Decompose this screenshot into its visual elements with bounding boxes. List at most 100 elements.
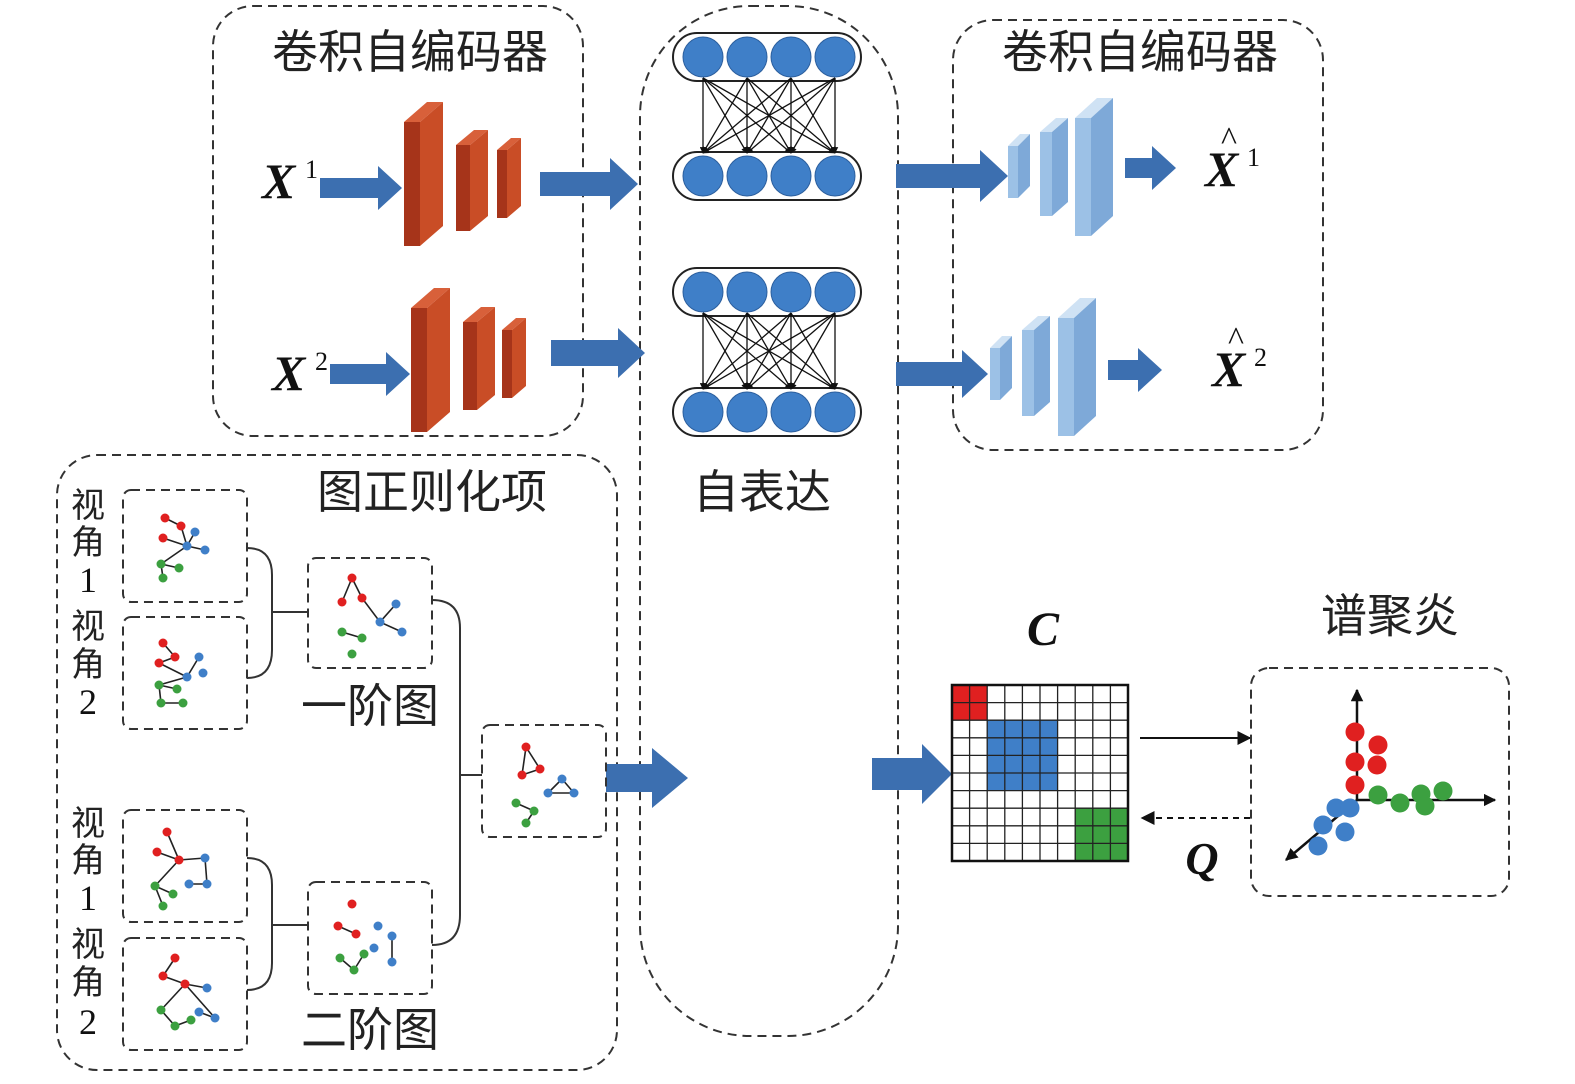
arrow-decoder1-out	[1125, 146, 1176, 190]
graph-node	[200, 853, 210, 863]
graph-node	[172, 684, 182, 694]
graph-node	[391, 599, 401, 609]
spectral-label: 谱聚炎	[1321, 589, 1459, 643]
svg-text:视: 视	[71, 804, 105, 844]
graph-node	[162, 827, 172, 837]
input-x1: X 1	[260, 153, 318, 209]
cluster-point-blue	[1313, 815, 1333, 835]
graph-node	[182, 541, 192, 551]
graph-node	[521, 742, 531, 752]
decoder-stack-2	[990, 298, 1096, 436]
graph-node	[351, 929, 361, 939]
neuron-out-1	[726, 155, 768, 197]
view-labels-second: 视 角 1 视 角 2	[71, 804, 105, 1042]
graph-node	[158, 901, 168, 911]
svg-text:X: X	[1203, 141, 1240, 197]
encoder-stack-2	[411, 288, 526, 432]
graph-node	[198, 668, 208, 678]
coefficient-matrix	[950, 683, 1130, 863]
arrow-x2-encoder	[330, 352, 410, 396]
graph-node	[158, 533, 168, 543]
graph-node	[190, 527, 200, 537]
graph-node	[202, 879, 212, 889]
svg-text:角: 角	[71, 841, 105, 881]
arrow-self-decoder1	[896, 150, 1008, 202]
neuron-out-0	[682, 391, 724, 433]
self-expression-label: 自表达	[693, 465, 831, 519]
graph-node	[373, 921, 383, 931]
graph-node	[347, 649, 357, 659]
self-expression-box	[639, 5, 899, 1037]
encoder-box	[212, 5, 584, 437]
graph-node	[387, 931, 397, 941]
cluster-point-red	[1368, 735, 1388, 755]
encoder-title: 卷积自编码器	[272, 25, 548, 79]
decoder-title: 卷积自编码器	[1002, 25, 1278, 79]
svg-text:2: 2	[315, 347, 328, 376]
graph-node	[150, 881, 160, 891]
feedback-label: Q	[1185, 833, 1218, 884]
graph-node	[369, 943, 379, 953]
neuron-out-1	[726, 391, 768, 433]
second-order-label: 二阶图	[301, 1003, 439, 1057]
svg-text:角: 角	[71, 523, 105, 563]
graph-node	[535, 764, 545, 774]
neuron-in-3	[814, 36, 856, 78]
graph-node	[160, 513, 170, 523]
neuron-out-3	[814, 391, 856, 433]
block-arrows	[320, 146, 1176, 808]
neuron-in-0	[682, 36, 724, 78]
svg-text:2: 2	[79, 1002, 97, 1042]
neuron-out-0	[682, 155, 724, 197]
cluster-point-blue	[1335, 822, 1355, 842]
cluster-point-blue	[1308, 836, 1328, 856]
graph-node	[194, 652, 204, 662]
arrow-decoder2-out	[1108, 348, 1162, 392]
cluster-point-green	[1368, 785, 1388, 805]
graph-node	[357, 633, 367, 643]
graph-boxes	[122, 489, 607, 1051]
graph-node	[168, 889, 178, 899]
neuron-in-1	[726, 271, 768, 313]
svg-text:X: X	[270, 345, 307, 401]
graph-node	[176, 521, 186, 531]
svg-text:视: 视	[71, 925, 105, 965]
graph-node	[337, 627, 347, 637]
graph-node	[152, 847, 162, 857]
neuron-out-2	[770, 155, 812, 197]
graph-node	[543, 788, 553, 798]
neuron-in-2	[770, 36, 812, 78]
arrow-self-decoder2	[896, 350, 988, 398]
input-x2: X 2	[270, 345, 328, 401]
output-x1-hat: ^ X 1	[1203, 121, 1260, 197]
cluster-points	[1308, 722, 1453, 856]
neuron-out-3	[814, 155, 856, 197]
graph-node	[154, 680, 164, 690]
graph-reg-title: 图正则化项	[317, 465, 547, 519]
graph-node	[170, 953, 180, 963]
graph-regularization-box	[56, 454, 618, 1071]
graph-node	[194, 1007, 204, 1017]
graph-node	[184, 879, 194, 889]
graph-node	[170, 1021, 180, 1031]
arrow-graph-self	[606, 748, 688, 808]
spectral-box	[1250, 667, 1510, 897]
graph-node	[180, 979, 190, 989]
svg-text:1: 1	[1247, 143, 1260, 172]
svg-text:1: 1	[305, 155, 318, 184]
svg-text:X: X	[1210, 341, 1247, 397]
graph-node	[359, 949, 369, 959]
arrow-self-matrix	[872, 744, 952, 804]
cluster-point-blue	[1340, 798, 1360, 818]
decoder-stack-1	[1008, 98, 1113, 236]
self-expression-net-2	[672, 267, 862, 437]
graph-node	[182, 672, 192, 682]
svg-text:^: ^	[1221, 121, 1237, 158]
cluster-point-red	[1345, 775, 1365, 795]
matrix-label: C	[1027, 603, 1060, 656]
arrow-x1-encoder	[320, 166, 402, 210]
graph-node	[158, 638, 168, 648]
svg-text:^: ^	[1228, 321, 1244, 358]
cluster-point-red	[1345, 722, 1365, 742]
